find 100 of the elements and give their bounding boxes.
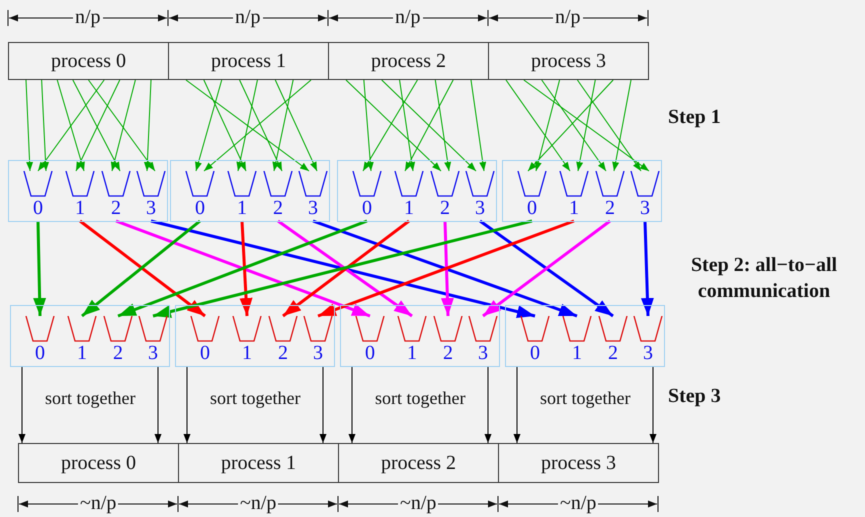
step-label: Step 3	[668, 385, 721, 408]
bucket-number: 0	[526, 198, 538, 218]
arrow	[576, 80, 642, 172]
bucket-group-box	[175, 305, 335, 367]
arrow	[144, 80, 152, 172]
arrow	[320, 366, 326, 444]
bucket-number: 2	[604, 198, 616, 218]
arrow	[523, 80, 650, 172]
process-box	[18, 443, 179, 483]
arrow	[363, 80, 374, 172]
bucket-number: 1	[74, 198, 86, 218]
arrow	[399, 80, 416, 172]
bucket-number: 2	[442, 343, 454, 363]
process-label: process 1	[221, 452, 296, 474]
arrow	[184, 366, 190, 444]
arrow	[541, 80, 606, 172]
arrow	[186, 80, 310, 172]
process-label: process 2	[381, 452, 456, 474]
bucket-group-box	[337, 160, 497, 222]
bucket-number: 3	[145, 198, 157, 218]
bucket-number: 2	[272, 198, 284, 218]
bucket-group-box	[502, 160, 662, 222]
arrow	[434, 80, 452, 172]
arrow	[33, 220, 46, 316]
bucket-number: 1	[406, 343, 418, 363]
bucket-number: 1	[241, 343, 253, 363]
bucket-number: 0	[32, 198, 44, 218]
bucket-group-box	[10, 305, 170, 367]
arrow	[346, 80, 442, 172]
bucket-number: 0	[364, 343, 376, 363]
bucket-number: 3	[147, 343, 159, 363]
arrow	[348, 366, 356, 444]
arrow	[534, 80, 560, 172]
bucket-group-box	[505, 305, 665, 367]
arrow	[272, 80, 294, 172]
bucket-number: 0	[194, 198, 206, 218]
arrow	[640, 220, 654, 316]
bucket-number: 1	[236, 198, 248, 218]
bucket-number: 1	[76, 343, 88, 363]
sort-label: sort together	[375, 388, 466, 409]
process-label: process 1	[211, 50, 286, 72]
process-box	[328, 42, 489, 80]
process-box	[178, 443, 339, 483]
sort-label: sort together	[45, 388, 136, 409]
bucket-number: 0	[529, 343, 541, 363]
arrow	[56, 80, 85, 172]
bucket-number: 3	[307, 198, 319, 218]
arrow	[240, 220, 253, 316]
bucket-number: 0	[361, 198, 373, 218]
arrow	[362, 80, 418, 172]
arrow	[239, 80, 282, 172]
arrow	[650, 366, 656, 444]
bucket-number: 3	[312, 343, 324, 363]
process-box	[168, 42, 329, 80]
process-box	[498, 443, 659, 483]
arrow	[576, 80, 596, 172]
bucket-group-box	[340, 305, 500, 367]
arrow	[18, 366, 26, 444]
process-label: process 2	[371, 50, 446, 72]
arrow	[41, 80, 50, 172]
bucket-number: 0	[34, 343, 46, 363]
arrow	[470, 80, 486, 172]
arrow	[204, 80, 312, 172]
bucket-number: 3	[639, 198, 651, 218]
arrow	[274, 80, 318, 172]
process-box	[488, 42, 649, 80]
arrow	[38, 80, 105, 172]
sort-label: sort together	[540, 388, 630, 409]
bucket-number: 3	[642, 343, 654, 363]
arrow	[404, 80, 454, 172]
sort-label: sort together	[210, 388, 300, 409]
bucket-number: 2	[439, 198, 451, 218]
arrow	[110, 80, 136, 172]
process-label: process 3	[541, 452, 616, 474]
arrow	[528, 80, 614, 172]
arrow	[88, 80, 156, 172]
bucket-number: 0	[199, 343, 211, 363]
arrow	[203, 80, 246, 172]
arrow	[440, 220, 454, 316]
process-label: process 0	[61, 452, 136, 474]
arrow	[26, 80, 34, 172]
arrow	[154, 366, 162, 444]
arrow	[381, 80, 476, 172]
process-box	[8, 42, 169, 80]
bucket-number: 1	[568, 198, 580, 218]
process-label: process 0	[51, 50, 126, 72]
bucket-group-box	[170, 160, 330, 222]
arrow	[506, 80, 570, 172]
arrow	[236, 80, 258, 172]
bucket-number: 1	[571, 343, 583, 363]
step-label: Step 2: all−to−all communication	[690, 253, 838, 304]
bucket-number: 2	[607, 343, 619, 363]
process-label: process 3	[531, 50, 606, 72]
bucket-number: 2	[112, 343, 124, 363]
bucket-group-box	[8, 160, 168, 222]
bucket-number: 2	[277, 343, 289, 363]
arrow	[484, 366, 492, 444]
process-box	[338, 443, 499, 483]
arrow	[514, 366, 520, 444]
bucket-number: 3	[474, 198, 486, 218]
